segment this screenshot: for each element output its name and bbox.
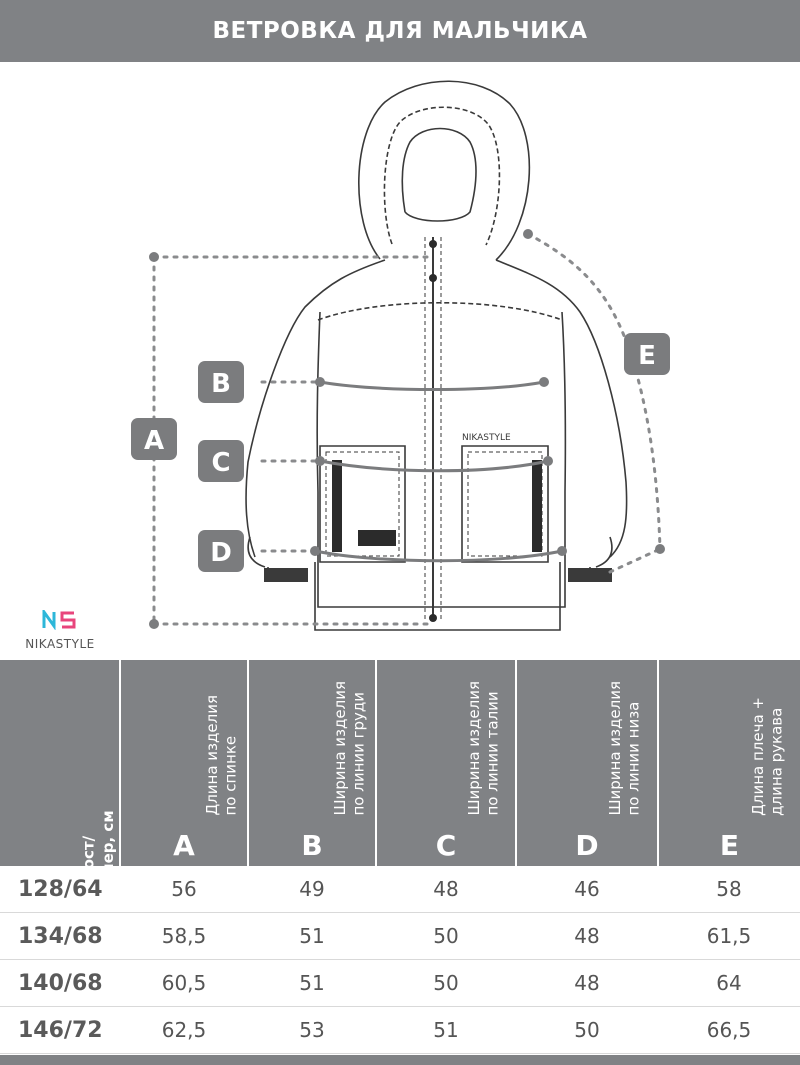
chest-patch <box>358 530 396 546</box>
size-cell: 146/72 <box>0 1006 120 1054</box>
body-left <box>245 259 386 558</box>
value-cell: 50 <box>376 959 516 1007</box>
body-right <box>495 259 628 558</box>
value-cell: 56 <box>120 866 248 913</box>
size-table: Рост/ размер, см Длина изделия по спинке… <box>0 660 800 1054</box>
header-e: Длина плеча + длина рукава E <box>658 660 800 866</box>
size-cell: 140/68 <box>0 959 120 1007</box>
logo-mark-icon <box>42 607 76 631</box>
table-row: 146/72 62,5 53 51 50 66,5 <box>0 1006 800 1054</box>
size-cell: 134/68 <box>0 912 120 960</box>
hood-inner <box>383 106 501 246</box>
svg-text:C: C <box>211 448 230 478</box>
svg-text:B: B <box>211 369 231 399</box>
right-cuff-band <box>568 568 612 582</box>
header-size: Рост/ размер, см <box>0 660 121 905</box>
value-cell: 53 <box>248 1006 376 1054</box>
value-cell: 50 <box>376 912 516 960</box>
jacket-diagram: NIKASTYLE A B C D E <box>131 80 670 631</box>
marker-e: E <box>624 333 670 375</box>
value-cell: 66,5 <box>658 1006 800 1054</box>
value-cell: 50 <box>516 1006 658 1054</box>
table-row: 140/68 60,5 51 50 48 64 <box>0 959 800 1007</box>
value-cell: 58 <box>658 866 800 913</box>
hem <box>314 562 561 631</box>
value-cell: 64 <box>658 959 800 1007</box>
value-cell: 48 <box>516 959 658 1007</box>
value-cell: 49 <box>248 866 376 913</box>
marker-b: B <box>198 361 244 403</box>
value-cell: 51 <box>376 1006 516 1054</box>
header-d: Ширина изделия по линии низа D <box>516 660 659 866</box>
marker-d: D <box>198 530 244 572</box>
svg-text:E: E <box>638 341 656 371</box>
brand-logo: NIKASTYLE <box>12 607 108 651</box>
value-cell: 58,5 <box>120 912 248 960</box>
pocket-right <box>461 445 549 563</box>
chest-brand-label: NIKASTYLE <box>462 433 511 443</box>
header-c: Ширина изделия по линии талии C <box>376 660 517 866</box>
pocket-right-zip <box>532 460 542 552</box>
pocket-left-zip <box>332 460 342 552</box>
value-cell: 48 <box>516 912 658 960</box>
marker-a: A <box>131 418 177 460</box>
header-a: Длина изделия по спинке A <box>120 660 249 866</box>
value-cell: 62,5 <box>120 1006 248 1054</box>
page-title: ВЕТРОВКА ДЛЯ МАЛЬЧИКА <box>0 0 800 62</box>
logo-text: NIKASTYLE <box>25 637 95 651</box>
bottom-strip <box>0 1055 800 1065</box>
hood-outline <box>358 80 531 261</box>
header-b: Ширина изделия по линии груди B <box>248 660 377 866</box>
value-cell: 48 <box>376 866 516 913</box>
value-cell: 61,5 <box>658 912 800 960</box>
value-cell: 46 <box>516 866 658 913</box>
svg-text:D: D <box>210 538 232 568</box>
value-cell: 51 <box>248 959 376 1007</box>
svg-text:A: A <box>144 426 164 456</box>
table-row: 134/68 58,5 51 50 48 61,5 <box>0 912 800 960</box>
table-row: 128/64 56 49 48 46 58 <box>0 866 800 913</box>
value-cell: 60,5 <box>120 959 248 1007</box>
left-cuff-band <box>264 568 308 582</box>
size-table-header: Рост/ размер, см Длина изделия по спинке… <box>0 660 800 905</box>
size-cell: 128/64 <box>0 866 120 913</box>
marker-c: C <box>198 440 244 482</box>
pocket-left <box>319 445 406 563</box>
value-cell: 51 <box>248 912 376 960</box>
